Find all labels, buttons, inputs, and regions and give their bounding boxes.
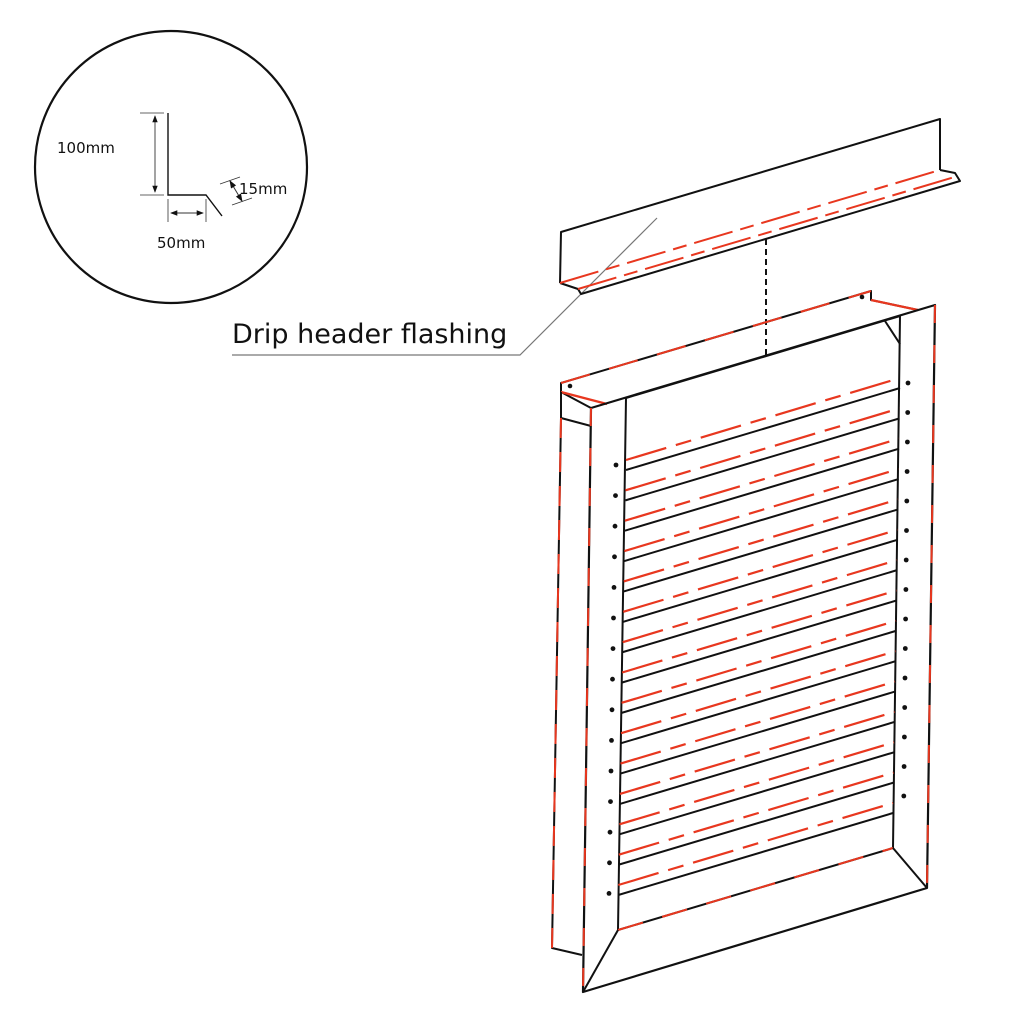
blade (619, 720, 895, 805)
fixing-hole (905, 410, 911, 415)
blade (621, 599, 897, 684)
blade (624, 478, 899, 563)
blade-hidden-edge (622, 559, 898, 644)
profile-detail-callout: 100mm 15mm 50mm (33, 29, 309, 305)
blade (624, 447, 900, 532)
blade-hidden-edge (623, 498, 899, 583)
drip-dimension (229, 180, 243, 202)
fixing-hole (610, 646, 616, 651)
fixing-hole (608, 768, 614, 774)
fixing-holes (606, 380, 911, 896)
fixing-hole (609, 738, 614, 743)
blade (622, 538, 898, 623)
fixing-hole (606, 891, 612, 896)
blade (619, 751, 895, 836)
blade-hidden-edge (624, 437, 900, 522)
fixing-hole (613, 493, 618, 498)
fixing-hole (903, 616, 908, 622)
fixing-hole (611, 585, 617, 590)
fixing-hole (904, 469, 910, 474)
fixing-hole (902, 705, 908, 710)
detail-circle (33, 29, 309, 305)
blade (625, 387, 901, 471)
louver-blades (617, 376, 901, 896)
blade (620, 690, 896, 775)
callout-label: Drip header flashing (232, 319, 507, 350)
fixing-hole (903, 587, 909, 592)
blade-hidden-edge (621, 619, 897, 704)
fixing-hole (904, 528, 909, 533)
fixing-hole (607, 860, 612, 866)
fixing-hole (902, 675, 908, 681)
fixing-hole (613, 462, 619, 468)
blade (622, 569, 898, 654)
blade (620, 660, 896, 745)
fixing-hole (905, 439, 910, 445)
blade (618, 781, 894, 866)
flashing-callout: Drip header flashing (232, 217, 658, 356)
fixing-hole (901, 793, 907, 799)
fixing-hole (608, 799, 613, 804)
blade-hidden-edge (621, 589, 897, 674)
fixing-hole (902, 734, 907, 740)
blade-hidden-edge (625, 407, 900, 492)
blade-hidden-edge (624, 468, 899, 553)
fixing-hole (903, 557, 909, 563)
louver-frame (551, 290, 937, 994)
drip-label: 15mm (239, 180, 287, 198)
blade-hidden-edge (622, 528, 898, 613)
blade-hidden-edge (619, 741, 895, 826)
blade-hidden-edge (620, 650, 896, 735)
leader-line (232, 217, 658, 356)
fixing-hole (611, 615, 616, 621)
blade-hidden-edge (618, 771, 894, 856)
fixing-hole (610, 676, 615, 682)
fixing-hole (612, 523, 618, 529)
blade (623, 508, 899, 593)
blade-hidden-edge (625, 376, 901, 462)
blade (625, 417, 900, 502)
fixing-hole (905, 380, 911, 386)
height-label: 100mm (57, 139, 115, 157)
fixing-hole (607, 829, 613, 835)
fixing-hole (902, 646, 908, 651)
fixing-hole (612, 554, 617, 560)
fixing-hole (609, 707, 615, 713)
fixing-hole (904, 498, 910, 504)
blade-hidden-edge (620, 680, 896, 765)
blade (618, 812, 894, 896)
blade-hidden-edge (617, 801, 894, 887)
fixing-hole (901, 764, 907, 769)
blade (621, 629, 897, 714)
flashing-profile (167, 113, 223, 217)
blade-hidden-edge (619, 710, 895, 795)
width-label: 50mm (157, 234, 205, 252)
drip-header-flashing (559, 118, 961, 295)
